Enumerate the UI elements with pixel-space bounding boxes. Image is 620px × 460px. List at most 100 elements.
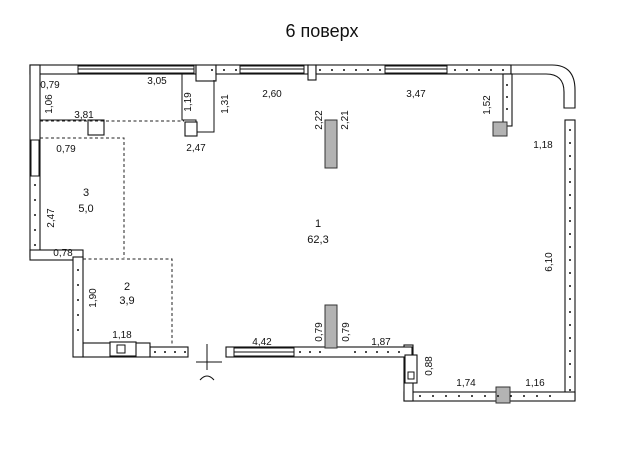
dim-label: 0,79 [40, 80, 60, 91]
hatch-dot [569, 142, 571, 144]
hatch-dot [569, 272, 571, 274]
hatch-dot [419, 395, 421, 397]
hatch-dot [211, 69, 213, 71]
hatch-dot [445, 395, 447, 397]
window-left [30, 139, 40, 177]
hatch-dot [34, 184, 36, 186]
wall-top-jog [195, 64, 217, 82]
hatch-dot [379, 69, 381, 71]
hatch-dot [319, 351, 321, 353]
hatch-dot [569, 324, 571, 326]
dim-label: 0,79 [341, 322, 352, 342]
hatch-dot [478, 69, 480, 71]
hatch-dot [376, 351, 378, 353]
hatch-dot [510, 395, 512, 397]
room-3-area: 5,0 [78, 203, 93, 215]
hatch-dot [34, 199, 36, 201]
columns [324, 119, 511, 404]
dim-label: 1,19 [183, 92, 194, 112]
floor-title: 6 поверх [286, 21, 359, 41]
room-2-number: 2 [124, 281, 130, 293]
dimension-labels: 0,79 3,05 1,06 1,19 1,31 2,60 3,47 1,52 … [40, 76, 555, 389]
partitions [39, 74, 418, 384]
room-3-number: 3 [83, 187, 89, 199]
hatch-dot [569, 285, 571, 287]
hatch-dot [569, 389, 571, 391]
dim-label: 3,05 [147, 76, 167, 87]
hatch-dot [569, 155, 571, 157]
hatch-dot [432, 395, 434, 397]
hatch-dot [174, 351, 176, 353]
hatch-dot [34, 214, 36, 216]
wall-hatch-dots [34, 69, 571, 397]
hatch-dot [355, 69, 357, 71]
dim-label: 6,10 [544, 252, 555, 272]
hatch-dot [77, 269, 79, 271]
hatch-dot [569, 376, 571, 378]
hatch-dot [569, 194, 571, 196]
wall-corner-round [510, 64, 576, 109]
hatch-dot [506, 108, 508, 110]
column-bottom-right [495, 386, 511, 404]
room-labels: 3 5,0 1 62,3 2 3,9 [78, 187, 328, 307]
hatch-dot [523, 395, 525, 397]
hatch-dot [398, 351, 400, 353]
hatch-dot [569, 207, 571, 209]
wall-left-step [29, 249, 84, 261]
dim-label: 3,47 [406, 89, 426, 100]
dim-label: 2,60 [262, 89, 282, 100]
wall-notch [502, 73, 513, 127]
column-right-top [492, 121, 508, 137]
hatch-dot [77, 314, 79, 316]
hatch-dot [569, 220, 571, 222]
room-1-area: 62,3 [307, 234, 328, 246]
dim-label: 1,90 [88, 288, 99, 308]
utility-box [109, 341, 137, 357]
hatch-dot [367, 69, 369, 71]
hatch-dot [502, 69, 504, 71]
hatch-dot [343, 69, 345, 71]
hatch-dot [223, 69, 225, 71]
dim-label: 0,88 [424, 356, 435, 376]
hatch-dot [34, 229, 36, 231]
hatch-dot [490, 69, 492, 71]
hatch-dot [569, 168, 571, 170]
dim-label: 4,42 [252, 337, 272, 348]
hatch-dot [471, 395, 473, 397]
hatch-dot [484, 395, 486, 397]
dim-label: 1,18 [533, 140, 553, 151]
hatch-dot [454, 69, 456, 71]
dim-label: 2,21 [340, 110, 351, 130]
hatch-dot [536, 395, 538, 397]
dim-label: 1,52 [482, 95, 493, 115]
hatch-dot [506, 96, 508, 98]
hatch-dot [466, 69, 468, 71]
hatch-dot [319, 69, 321, 71]
dim-label: 0,79 [56, 144, 76, 155]
room-boundaries [40, 120, 184, 345]
dim-label: 2,47 [46, 208, 57, 228]
dim-label: 1,06 [44, 94, 55, 114]
dim-label: 0,79 [314, 322, 325, 342]
dim-label: 2,47 [186, 143, 206, 154]
hatch-dot [235, 69, 237, 71]
column-center-top [324, 119, 338, 169]
column-center-bottom [324, 304, 338, 349]
hatch-dot [569, 350, 571, 352]
dim-label: 1,74 [456, 378, 476, 389]
hatch-dot [497, 395, 499, 397]
hatch-dot [365, 351, 367, 353]
hatch-dot [184, 351, 186, 353]
hatch-dot [299, 351, 301, 353]
hatch-dot [309, 351, 311, 353]
dim-label: 1,87 [371, 337, 391, 348]
hatch-dot [569, 298, 571, 300]
hatch-dot [354, 351, 356, 353]
room-2-area: 3,9 [119, 295, 134, 307]
wall-left-lower [72, 256, 84, 358]
hatch-dot [77, 284, 79, 286]
room-1-number: 1 [315, 218, 321, 230]
dim-label: 2,22 [314, 110, 325, 130]
hatch-dot [458, 395, 460, 397]
